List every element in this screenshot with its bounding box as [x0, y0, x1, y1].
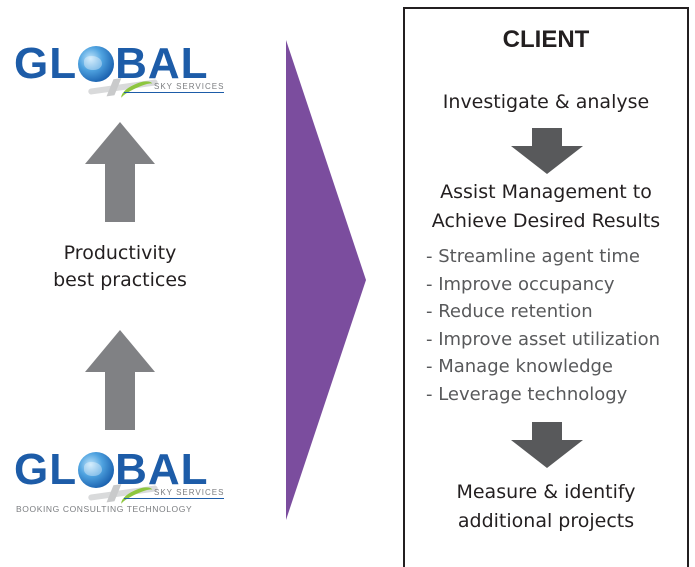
globe-icon [78, 46, 115, 82]
client-panel [403, 7, 689, 567]
global-sky-services-logo-bottom: GL BAL SKY SERVICES BOOKING CONSULTING TE… [14, 446, 234, 516]
logo-tagline: SKY SERVICES [154, 82, 225, 91]
global-sky-services-logo-top: GL BAL SKY SERVICES [14, 40, 234, 105]
list-item: - Leverage technology [426, 383, 628, 405]
up-arrow-icon [85, 330, 155, 430]
step-measure-line-2: additional projects [457, 510, 635, 532]
purple-chevron-arrow [286, 40, 366, 520]
up-arrow-icon [85, 122, 155, 222]
results-list: - Streamline agent time - Improve occupa… [426, 243, 660, 408]
caption-line-2: best practices [53, 269, 187, 291]
list-item: - Streamline agent time [426, 246, 640, 267]
logo-word-start: GL [14, 39, 78, 88]
caption-line-1: Productivity [63, 242, 177, 264]
list-item: - Manage knowledge [426, 356, 614, 377]
step-investigate: Investigate & analyse [442, 91, 650, 113]
list-item: - Improve occupancy [426, 273, 615, 295]
step-assist-line-2: Achieve Desired Results [431, 210, 661, 232]
client-title: CLIENT [502, 26, 590, 53]
logo-underline [124, 92, 224, 93]
list-item: - Improve asset utilization [426, 328, 661, 350]
productivity-caption: Productivity best practices [20, 240, 220, 294]
logo-word-end: BAL [115, 39, 209, 88]
logo-tagline: SKY SERVICES [154, 488, 225, 497]
logo-subline: BOOKING CONSULTING TECHNOLOGY [16, 504, 193, 514]
globe-icon [78, 452, 115, 488]
logo-wordmark: GL BAL [14, 446, 234, 494]
step-assist-management: Assist Management to Achieve Desired Res… [405, 178, 687, 236]
step-assist-line-1: Assist Management to [440, 181, 652, 203]
logo-word-end: BAL [115, 445, 209, 494]
step-measure-line-1: Measure & identify [456, 481, 636, 503]
logo-underline [124, 498, 224, 499]
down-arrow-icon [511, 128, 583, 174]
logo-word-start: GL [14, 445, 78, 494]
down-arrow-icon [511, 422, 583, 468]
list-item: - Reduce retention [426, 301, 593, 322]
step-measure: Measure & identify additional projects [405, 478, 687, 536]
logo-wordmark: GL BAL [14, 40, 234, 88]
